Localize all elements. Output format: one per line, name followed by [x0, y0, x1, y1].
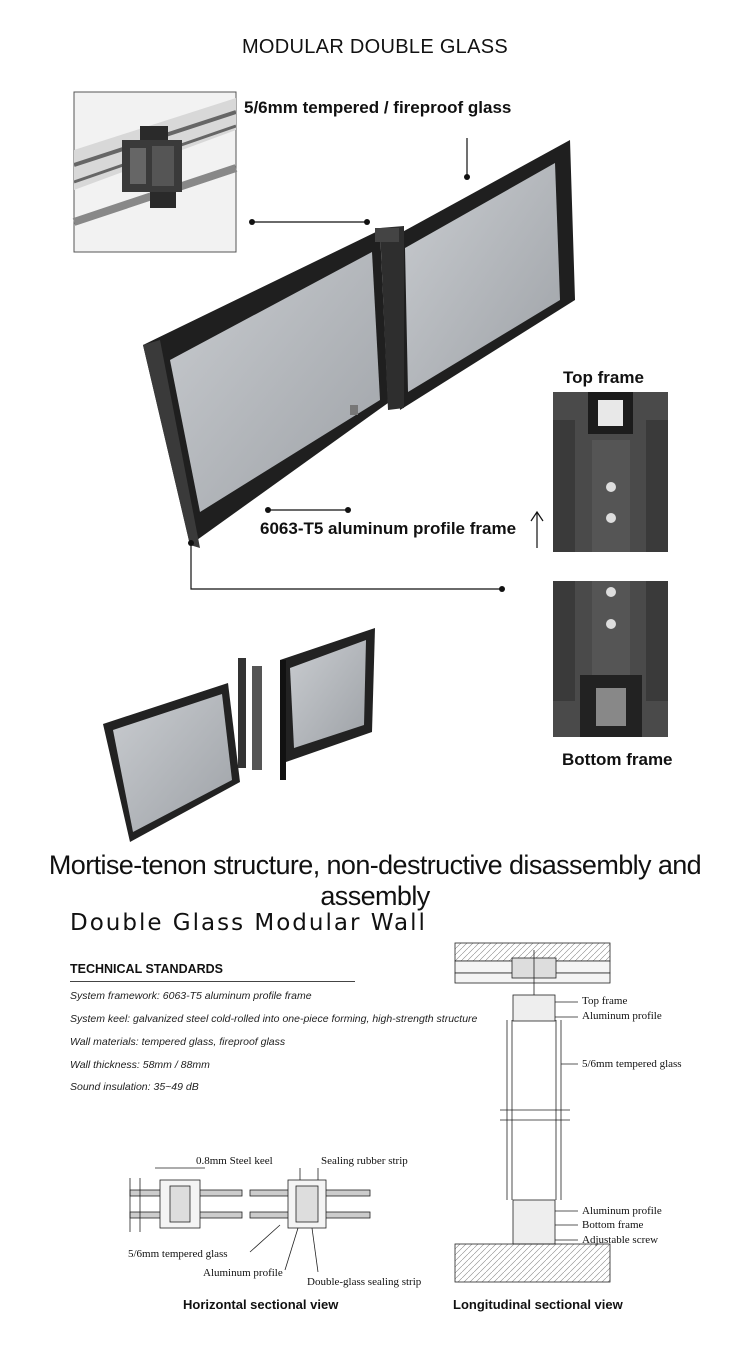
spec-item: System keel: galvanized steel cold-rolle… [70, 1013, 478, 1025]
spec-item: Wall thickness: 58mm / 88mm [70, 1059, 210, 1071]
l-top-frame-label: Top frame [582, 995, 628, 1007]
glass-callout-label: 5/6mm tempered / fireproof glass [244, 98, 512, 117]
l-glass-label: 5/6mm tempered glass [582, 1058, 682, 1070]
longitudinal-caption: Longitudinal sectional view [453, 1297, 623, 1312]
sealing-rubber-label: Sealing rubber strip [321, 1155, 408, 1167]
tech-standards-heading: TECHNICAL STANDARDS [70, 962, 224, 976]
horizontal-caption: Horizontal sectional view [183, 1297, 339, 1312]
section-subtitle: Double Glass Modular Wall [70, 910, 427, 936]
glass-panel-assembly [143, 140, 575, 548]
spec-item: System framework: 6063-T5 aluminum profi… [70, 990, 312, 1002]
page-title: MODULAR DOUBLE GLASS [241, 36, 509, 58]
longitudinal-section-drawing [454, 942, 611, 1283]
horizontal-section-drawing [129, 1167, 371, 1273]
h-profile-label: Aluminum profile [203, 1267, 283, 1279]
l-profile-bottom-label: Aluminum profile [582, 1205, 662, 1217]
h-glass-label: 5/6mm tempered glass [128, 1248, 228, 1260]
exploded-modules [103, 628, 375, 842]
l-screw-label: Adjustable screw [582, 1234, 659, 1246]
l-bottom-frame-label: Bottom frame [582, 1219, 644, 1231]
bottom-frame-label: Bottom frame [562, 750, 673, 769]
tech-divider [70, 981, 355, 982]
top-frame-label: Top frame [563, 368, 644, 387]
l-profile-top-label: Aluminum profile [582, 1010, 662, 1022]
steel-keel-label: 0.8mm Steel keel [196, 1155, 273, 1167]
leader-lines [190, 138, 544, 590]
bottom-frame-photo [553, 581, 668, 737]
joint-detail-inset [72, 91, 238, 253]
spec-item: Sound insulation: 35~49 dB [70, 1081, 199, 1093]
sealing-strip-label: Double-glass sealing strip [307, 1276, 422, 1288]
spec-item: Wall materials: tempered glass, fireproo… [70, 1036, 286, 1048]
leader-dots [188, 174, 505, 592]
top-frame-photo [553, 392, 668, 552]
structure-headline: Mortise-tenon structure, non-destructive… [48, 850, 702, 911]
frame-callout-label: 6063-T5 aluminum profile frame [260, 519, 517, 538]
